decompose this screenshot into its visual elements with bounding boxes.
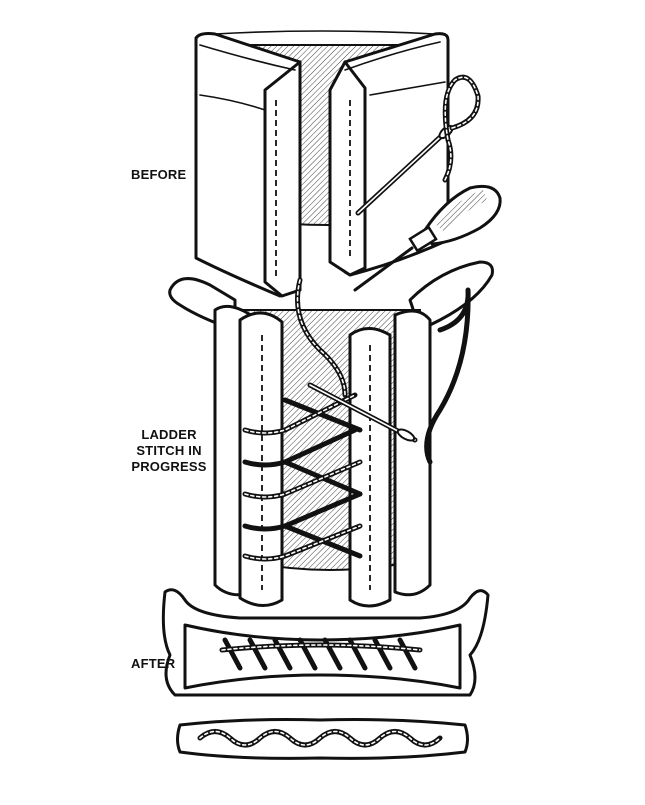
thread-icon xyxy=(442,74,481,183)
after-panel xyxy=(161,588,490,760)
before-left-fold xyxy=(263,60,302,298)
before-right-fold xyxy=(328,60,367,277)
after-tube xyxy=(183,623,462,690)
after-stitches xyxy=(219,637,423,671)
ladder-right-flap xyxy=(408,260,494,332)
label-ladder-line-3: PROGRESS xyxy=(131,459,207,474)
ladder-panel xyxy=(168,260,494,608)
before-panel xyxy=(194,30,502,298)
ladder-thread-icon xyxy=(295,277,471,465)
ladder-right-wall xyxy=(393,309,432,597)
label-before: BEFORE xyxy=(131,167,187,182)
after-braid xyxy=(176,718,469,760)
label-after: AFTER xyxy=(131,656,176,671)
ladder-needle-icon xyxy=(307,382,418,443)
awl-icon xyxy=(353,184,502,292)
label-ladder-line-2: STITCH IN xyxy=(136,443,202,458)
ladder-left-roll xyxy=(238,311,284,607)
label-ladder-stitch: LADDER STITCH IN PROGRESS xyxy=(130,427,208,475)
ladder-stitches xyxy=(242,392,363,562)
label-ladder-line-1: LADDER xyxy=(141,427,197,442)
